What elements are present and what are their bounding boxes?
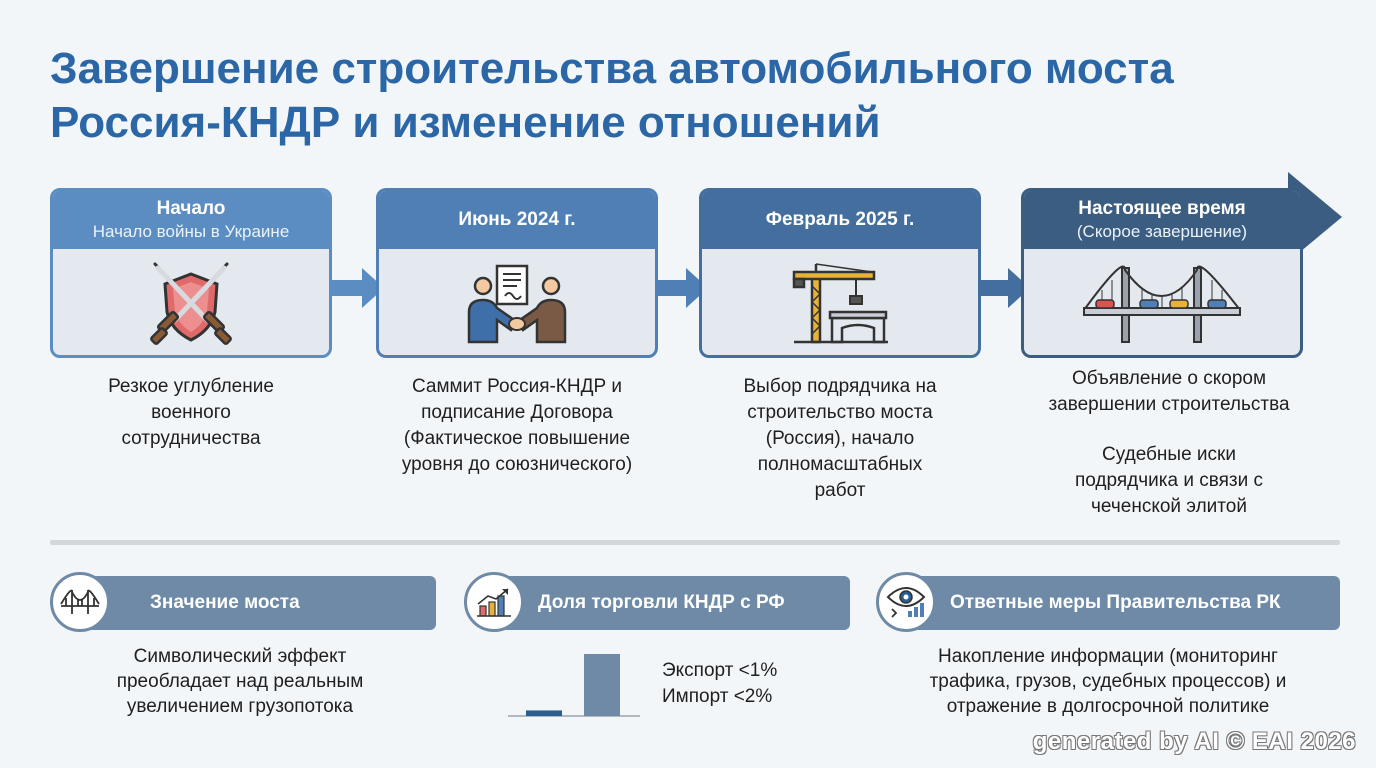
legend-import: Импорт <2% [662, 686, 773, 707]
step-label: Февраль 2025 г. [765, 209, 915, 230]
chart-bar-export [526, 710, 562, 716]
bridge-icon [60, 589, 100, 614]
title-line-2: Россия-КНДР и изменение отношений [50, 98, 881, 147]
step-sublabel: (Скорое завершение) [1076, 222, 1248, 241]
crossed-swords-shield-icon [150, 262, 232, 345]
step-header: Начало Начало войны в Украине [53, 191, 329, 249]
step-description: Саммит Россия-КНДР и подписание Договора… [401, 376, 633, 475]
eye-monitoring-icon [886, 587, 926, 618]
info-description: Накопление информации (мониторинг трафик… [929, 646, 1287, 717]
chart-bar-import [584, 654, 620, 716]
step-header: Февраль 2025 г. [702, 191, 978, 249]
timeline-step-february-2025: Февраль 2025 г. [699, 188, 981, 358]
info-header-rok-countermeasures: Ответные меры Правительства РК [900, 576, 1340, 630]
timeline-arrow [656, 268, 708, 308]
construction-crane-icon [792, 262, 888, 343]
info-header-label: Значение моста [150, 592, 300, 613]
step-description: Объявление о скором завершении строитель… [1048, 368, 1290, 517]
page-title: Завершение строительства автомобильного … [50, 42, 1330, 150]
timeline-step-june-2024: Июнь 2024 г. [376, 188, 658, 358]
info-icon-circle [50, 572, 110, 632]
handshake-document-icon [467, 264, 567, 343]
step-description: Резкое углубление военного сотрудничеств… [108, 376, 274, 449]
step-label: Июнь 2024 г. [458, 209, 576, 230]
step-label: Настоящее время [1078, 198, 1246, 219]
step-label: Начало [156, 198, 226, 219]
step-description: Выбор подрядчика на строительство моста … [743, 376, 937, 501]
suspension-bridge-icon [1083, 264, 1241, 343]
watermark: generated by AI © EAI 2026 [1032, 728, 1356, 755]
timeline-step-present: Настоящее время (Скорое завершение) [1021, 188, 1303, 358]
timeline-arrow [332, 268, 384, 308]
step-header: Июнь 2024 г. [379, 191, 655, 249]
title-line-1: Завершение строительства автомобильного … [50, 44, 1174, 93]
timeline-arrow [978, 268, 1030, 308]
info-icon-circle [876, 572, 936, 632]
step-sublabel: Начало войны в Украине [92, 222, 290, 241]
timeline-step-start: Начало Начало войны в Украине [50, 188, 332, 358]
legend-export: Экспорт <1% [662, 660, 778, 681]
info-header-trade-share: Доля торговли КНДР с РФ [488, 576, 850, 630]
bar-chart-icon [477, 588, 511, 617]
step-header: Настоящее время (Скорое завершение) [1024, 191, 1300, 249]
section-divider [50, 540, 1340, 545]
info-icon-circle [464, 572, 524, 632]
trade-share-chart [508, 654, 640, 717]
trade-legend: Экспорт <1% Импорт <2% [662, 658, 777, 710]
info-header-label: Доля торговли КНДР с РФ [538, 592, 785, 613]
info-header-label: Ответные меры Правительства РК [950, 592, 1281, 613]
info-description: Символический эффект преобладает над реа… [116, 646, 364, 717]
info-header-bridge-significance: Значение моста [76, 576, 436, 630]
